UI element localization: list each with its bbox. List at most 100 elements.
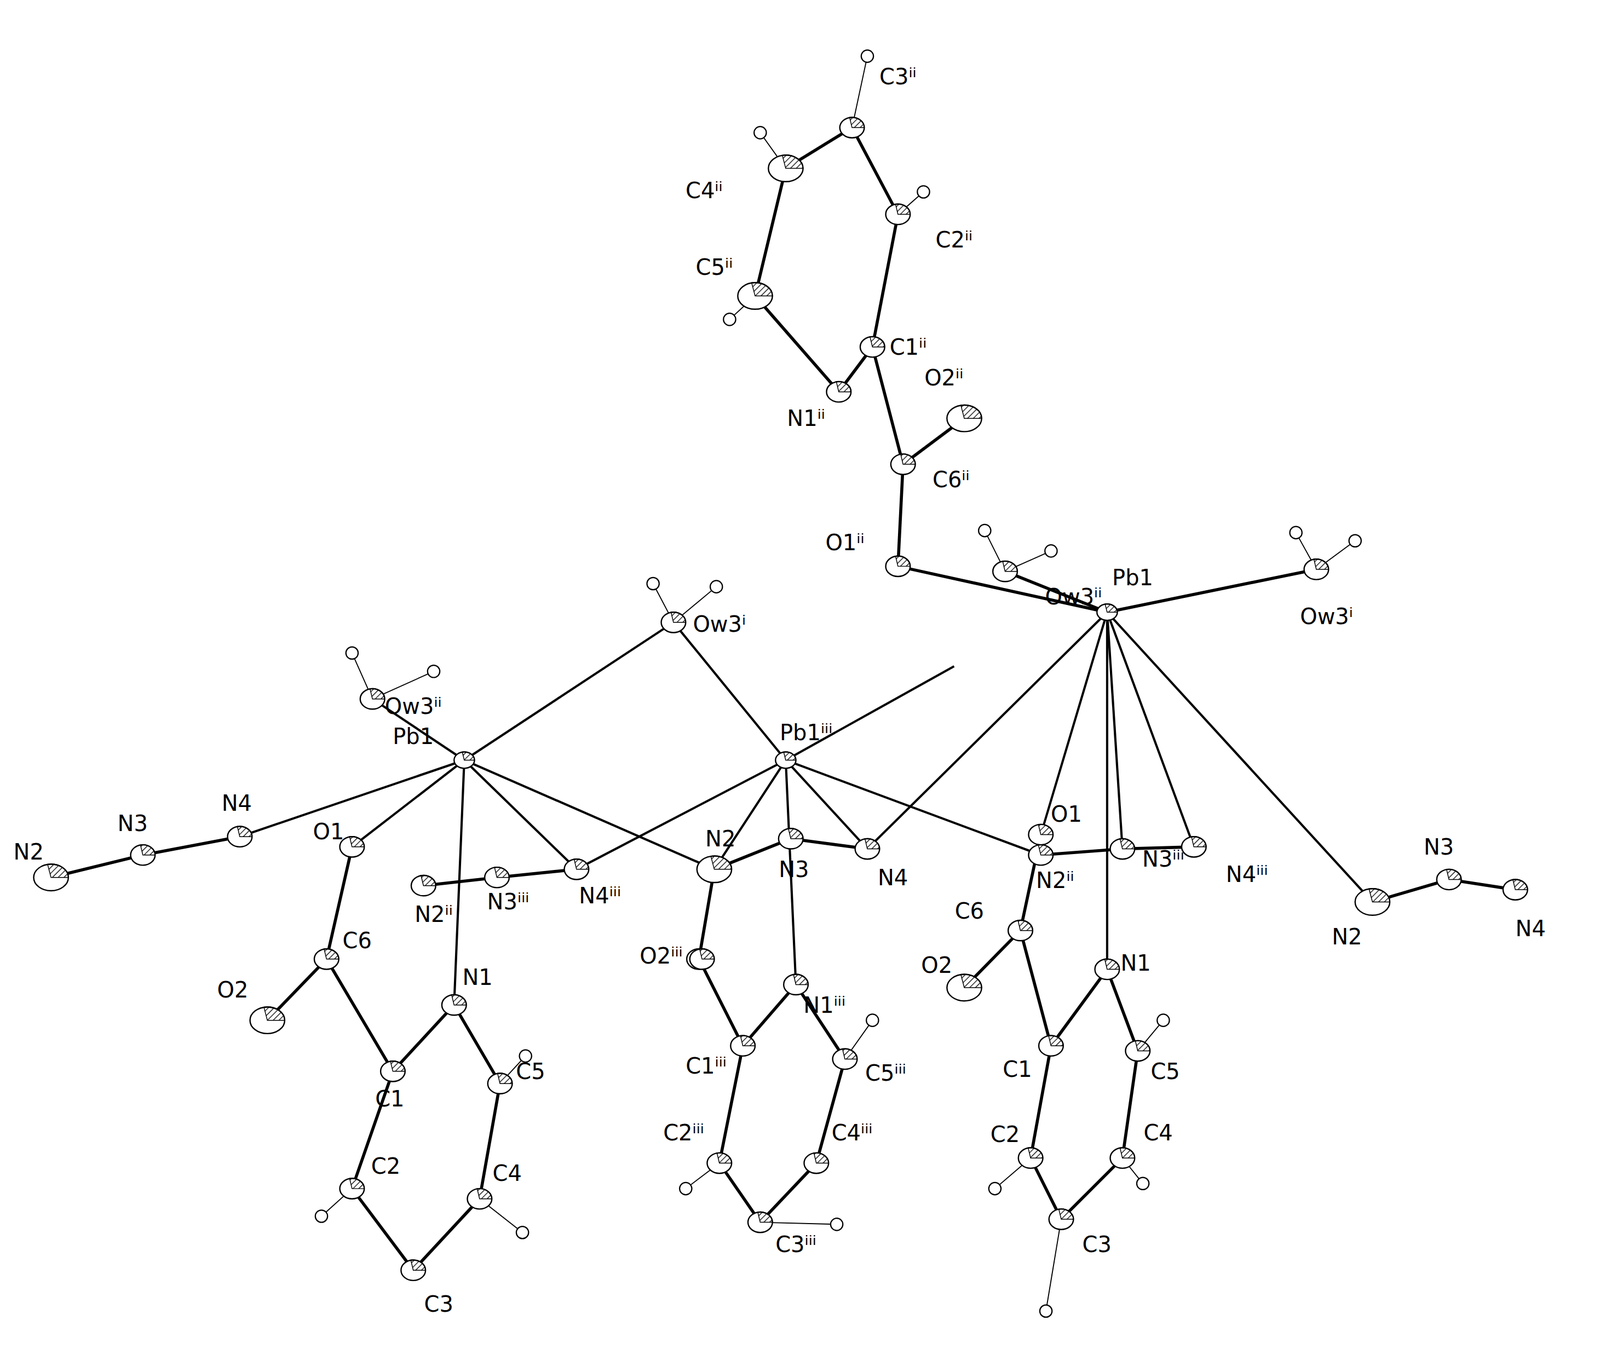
hydrogen-atom (1349, 534, 1362, 548)
atom-ellipsoid (737, 282, 773, 309)
atom-label: N3 (116, 812, 150, 836)
bond (576, 760, 786, 869)
atom-label: Ow3ⁱ (1298, 605, 1355, 629)
atom-ellipsoid (484, 867, 510, 888)
bond (413, 1199, 480, 1271)
atom-octant (451, 994, 467, 1006)
atom-octant (1028, 1147, 1044, 1159)
atom-octant (349, 836, 365, 848)
atom-octant (410, 1259, 426, 1271)
bond (453, 1005, 500, 1084)
atom-label: C6 (341, 929, 374, 953)
atom-label: N1 (460, 965, 494, 989)
atom-ellipsoid (1028, 844, 1053, 866)
atom-label: C1ⁱⁱ (888, 335, 929, 359)
atom-label: N3ⁱⁱⁱ (485, 890, 532, 914)
atom-octant (788, 828, 804, 839)
hydrogen-atom (427, 665, 440, 678)
atom-octant (1446, 868, 1462, 880)
atom-label: C3ⁱⁱⁱ (773, 1233, 819, 1257)
hydrogen-atom (866, 1014, 879, 1027)
atom-label: C5ⁱⁱ (694, 255, 735, 279)
atom-ellipsoid (400, 1260, 426, 1281)
atom-octant (476, 1188, 492, 1200)
hydrogen-atom (978, 524, 991, 537)
atom-ellipsoid (1181, 836, 1207, 857)
atom-label: C1ⁱⁱⁱ (683, 1054, 729, 1078)
atom-ellipsoid (380, 1061, 406, 1082)
bond (1107, 612, 1373, 902)
atom-label: N1 (1118, 951, 1153, 975)
bond (743, 984, 797, 1046)
atom-octant (895, 203, 911, 215)
atom-ellipsoid (441, 994, 467, 1016)
atom-ellipsoid (885, 204, 911, 225)
hydrogen-atom (1136, 1177, 1149, 1190)
atom-ellipsoid (803, 1153, 829, 1174)
bond (464, 760, 577, 869)
hydrogen-atom (516, 1226, 529, 1239)
hydrogen-atom (346, 647, 359, 660)
atom-octant (710, 855, 732, 870)
atom-octant (900, 453, 916, 465)
atom-label: O2 (919, 953, 954, 977)
atom-label: N2 (1330, 925, 1364, 949)
bond (785, 760, 1041, 855)
atom-label: O1 (311, 820, 347, 844)
atom-octant (740, 1035, 756, 1046)
atom-ellipsoid (1436, 869, 1462, 890)
atom-ellipsoid (697, 856, 732, 883)
atom-ellipsoid (839, 117, 865, 138)
atom-label: O1ⁱⁱ (823, 531, 866, 555)
atom-ellipsoid (885, 556, 911, 577)
atom-ellipsoid (832, 1049, 858, 1070)
atom-octant (842, 1048, 858, 1060)
atom-label: N1ⁱⁱ (785, 406, 827, 430)
atom-octant (263, 1006, 285, 1021)
atom-label: C3 (1080, 1233, 1114, 1257)
atom-ellipsoid (946, 405, 982, 432)
bond (872, 214, 899, 347)
atom-ellipsoid (689, 948, 715, 970)
atom-ellipsoid (1110, 838, 1136, 860)
bond (755, 296, 839, 393)
bond (699, 959, 744, 1046)
atom-octant (47, 864, 69, 878)
atom-ellipsoid (775, 752, 796, 769)
atom-label: N4 (220, 791, 254, 815)
atom-label: O2ⁱⁱ (922, 366, 965, 390)
atom-ellipsoid (946, 974, 982, 1001)
atom-label: N3ⁱⁱⁱ (1140, 847, 1187, 871)
bond (898, 464, 903, 567)
atom-octant (1059, 1209, 1074, 1220)
atom-ellipsoid (778, 828, 804, 849)
atom-label: O2ⁱⁱⁱ (637, 944, 684, 968)
hydrogen-atom (710, 580, 723, 593)
hydrogen-atom (988, 1182, 1001, 1195)
atom-ellipsoid (1008, 920, 1033, 941)
atom-ellipsoid (1095, 959, 1120, 980)
bond (673, 622, 786, 761)
hydrogen-atom (1039, 1305, 1052, 1318)
atom-octant (1119, 1147, 1135, 1159)
bond (1050, 969, 1107, 1046)
atom-octant (1104, 603, 1118, 613)
atom-ellipsoid (1049, 1209, 1074, 1230)
atom-octant (370, 688, 385, 700)
atom-ellipsoid (1038, 1036, 1064, 1057)
atom-octant (870, 336, 885, 348)
atom-octant (960, 404, 982, 419)
atom-octant (751, 282, 773, 297)
bond (142, 836, 240, 856)
bond (326, 959, 393, 1072)
atom-label: Pb1ⁱⁱⁱ (778, 721, 834, 745)
atom-octant (1313, 559, 1329, 570)
atom-label: N1ⁱⁱⁱ (801, 993, 848, 1017)
atom-octant (783, 751, 796, 761)
bond (1030, 1045, 1051, 1159)
atom-label: Pb1 (1110, 566, 1155, 590)
atom-label: N4ⁱⁱⁱ (577, 884, 623, 908)
bond (852, 127, 899, 215)
bond (816, 1059, 845, 1164)
atom-octant (1048, 1035, 1064, 1046)
